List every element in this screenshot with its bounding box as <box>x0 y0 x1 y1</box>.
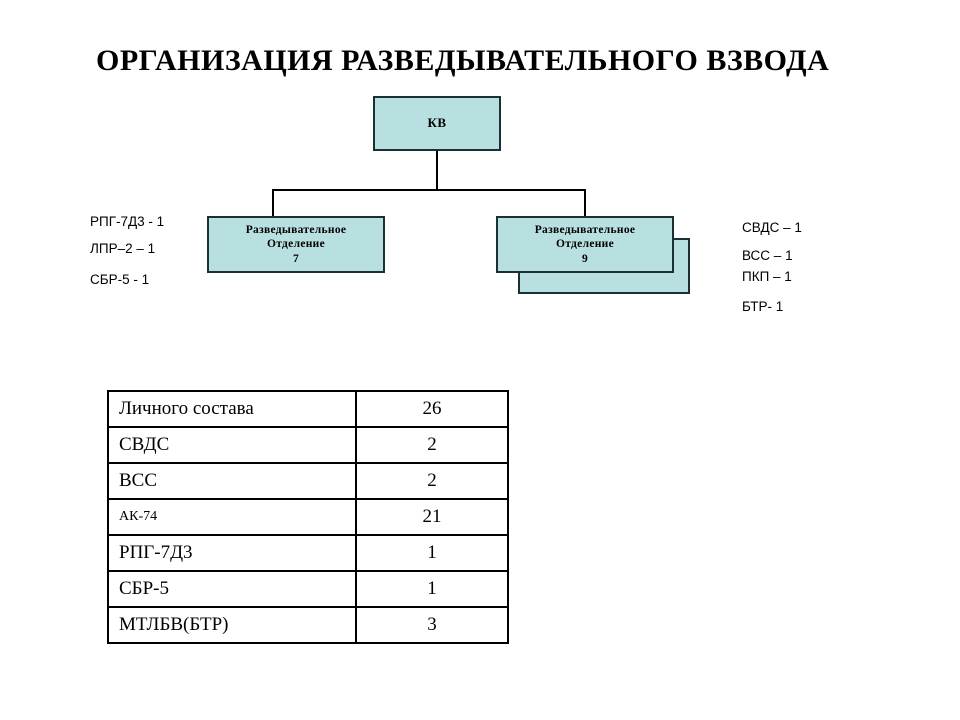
org-node-recon-squad-7-line3: 7 <box>292 252 300 265</box>
connector-drop-right <box>584 189 586 216</box>
table-cell-label: АК-74 <box>107 498 357 536</box>
table-cell-label: ВСС <box>107 462 357 500</box>
connector-drop-left <box>272 189 274 216</box>
annotation-right-1: СВДС – 1 <box>742 220 802 235</box>
org-node-recon-squad-9-line2: Отделение <box>556 238 614 251</box>
table-cell-value: 1 <box>355 570 509 608</box>
org-node-recon-squad-9[interactable]: Разведывательное Отделение 9 <box>496 216 674 273</box>
table-cell-label: МТЛБВ(БТР) <box>107 606 357 644</box>
table-cell-label: РПГ-7Д3 <box>107 534 357 572</box>
table-row: МТЛБВ(БТР)3 <box>107 606 509 644</box>
table-cell-value: 21 <box>355 498 509 536</box>
org-node-recon-squad-7-line1: Разведывательное <box>245 223 347 236</box>
annotation-left-1: РПГ-7Д3 - 1 <box>90 214 165 229</box>
table-cell-value: 2 <box>355 426 509 464</box>
table-cell-label: СВДС <box>107 426 357 464</box>
annotation-right-4: БТР- 1 <box>742 299 784 314</box>
org-node-recon-squad-7-line2: Отделение <box>267 238 325 251</box>
connector-horizontal-bar <box>272 189 586 191</box>
annotation-right-2: ВСС – 1 <box>742 248 793 263</box>
table-cell-label: СБР-5 <box>107 570 357 608</box>
annotation-left-2: ЛПР–2 – 1 <box>90 241 156 256</box>
table-cell-value: 1 <box>355 534 509 572</box>
org-node-commander[interactable]: КВ <box>373 96 501 151</box>
org-node-commander-label: КВ <box>427 115 447 131</box>
org-node-recon-squad-7[interactable]: Разведывательное Отделение 7 <box>207 216 385 273</box>
table-cell-value: 2 <box>355 462 509 500</box>
connector-root-stem <box>436 151 438 191</box>
org-node-recon-squad-9-line1: Разведывательное <box>534 223 636 236</box>
page-title: ОРГАНИЗАЦИЯ РАЗВЕДЫВАТЕЛЬНОГО ВЗВОДА <box>96 44 830 77</box>
table-cell-value: 26 <box>355 390 509 428</box>
org-node-recon-squad-9-line3: 9 <box>581 252 589 265</box>
annotation-right-3: ПКП – 1 <box>742 269 792 284</box>
annotation-left-3: СБР-5 - 1 <box>90 272 150 287</box>
table-cell-value: 3 <box>355 606 509 644</box>
table-cell-label: Личного состава <box>107 390 357 428</box>
